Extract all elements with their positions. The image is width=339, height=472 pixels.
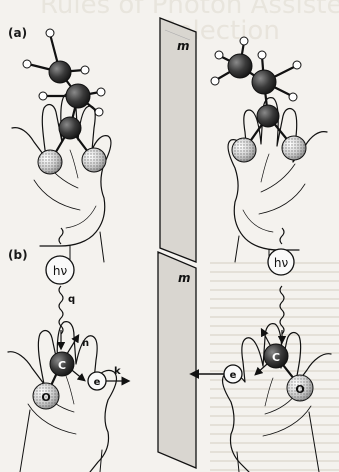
left-molecule-a	[23, 29, 106, 174]
mirror-plane-a	[160, 18, 196, 262]
left-molecule-b: hν q n C O e k	[33, 228, 128, 409]
left-hand-b	[8, 322, 116, 472]
carbon-left: C	[58, 359, 66, 372]
photon-right: hν	[274, 256, 289, 270]
mirror-label-b: m	[178, 271, 191, 285]
electron-right: e	[230, 370, 237, 381]
oxygen-left: O	[41, 391, 50, 404]
right-molecule-b: hν C O e	[192, 228, 313, 401]
q-label-left: q	[68, 294, 75, 305]
left-hand-a	[12, 94, 111, 262]
photon-left: hν	[53, 264, 68, 278]
carbon-right: C	[272, 351, 280, 364]
electron-left: e	[94, 377, 101, 388]
n-label: n	[82, 338, 89, 349]
k-label: k	[114, 366, 121, 377]
mirror-label-a: m	[177, 39, 190, 53]
right-molecule-a	[211, 37, 306, 162]
oxygen-right: O	[295, 383, 304, 396]
